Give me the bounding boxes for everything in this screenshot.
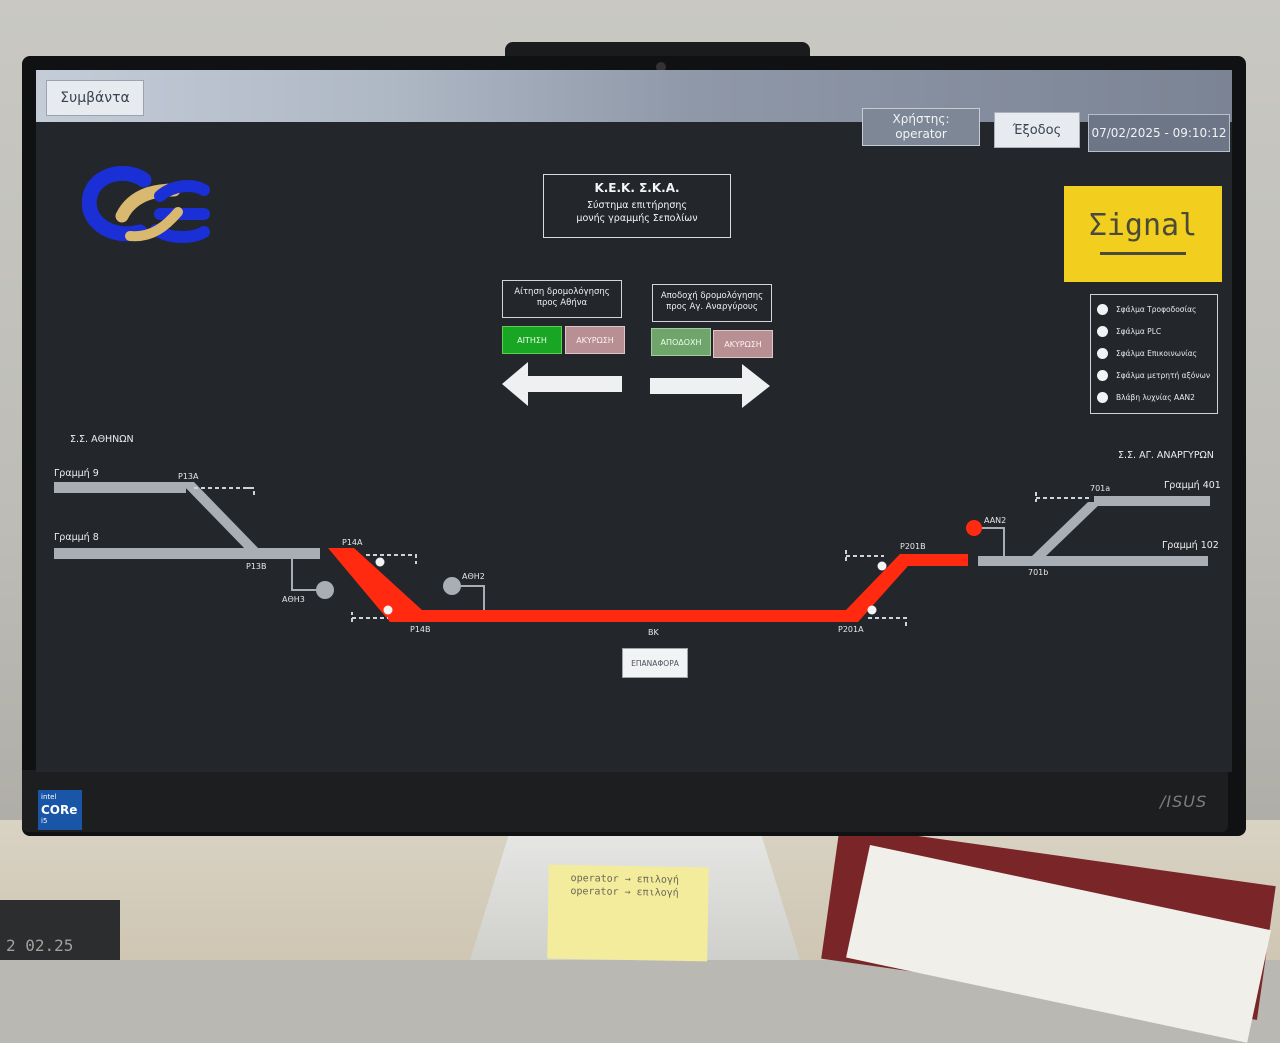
user-indicator: Χρήστης: operator — [862, 108, 980, 146]
alarm-indicator-icon — [1097, 325, 1108, 337]
sticky-note-line1: operator → επιλογή — [570, 872, 680, 886]
signal-post-ath2 — [461, 585, 485, 610]
switch-p201a-label: P201A — [838, 625, 864, 634]
stub-p14a — [366, 554, 417, 564]
alarm-row: Βλάβη λυχνίας AAN2 — [1097, 389, 1195, 405]
intel-tier: i5 — [41, 817, 48, 825]
alarm-row: Σφάλμα μετρητή αξόνων — [1097, 367, 1210, 383]
system-title: Κ.Ε.Κ. Σ.Κ.Α. Σύστημα επιτήρησης μονής γ… — [543, 174, 731, 238]
exit-button[interactable]: Έξοδος — [994, 112, 1080, 148]
signal-post-ath3 — [291, 559, 318, 591]
track-switch-p13 — [180, 482, 260, 550]
alarm-row: Σφάλμα PLC — [1097, 323, 1161, 339]
sticky-note-line2: operator → επιλογή — [570, 885, 679, 899]
intel-sticker: intel CORe i5 — [38, 790, 82, 830]
signal-logo: Σignal — [1064, 186, 1222, 282]
route-segment-bk — [412, 610, 858, 622]
request-routing-label: Αίτηση δρομολόγησης προς Αθήνα — [502, 280, 622, 318]
request-button[interactable]: ΑΙΤΗΣΗ — [502, 326, 562, 354]
title-line1: Κ.Ε.Κ. Σ.Κ.Α. — [594, 181, 680, 195]
switch-p14a-label: P14A — [342, 538, 363, 547]
alarm-label: Βλάβη λυχνίας AAN2 — [1116, 392, 1195, 402]
track-line-102 — [978, 556, 1208, 566]
switch-701a-label: 701a — [1090, 484, 1111, 493]
switch-p201b-label: P201B — [900, 542, 926, 551]
stub-p201b — [845, 550, 884, 562]
arrow-right-icon[interactable] — [648, 362, 772, 410]
title-line3: μονής γραμμής Σεπολίων — [576, 213, 698, 224]
alarm-label: Σφάλμα μετρητή αξόνων — [1116, 370, 1211, 380]
alarm-indicator-icon — [1097, 303, 1108, 315]
desk-clock-display: 2 02.25 — [6, 936, 74, 955]
scada-screen: Συμβάντα Χρήστης: operator Έξοδος 07/02/… — [36, 70, 1232, 772]
accept-routing-label: Αποδοχή δρομολόγησης προς Αγ. Αναργύρους — [652, 284, 772, 322]
alarm-panel: Σφάλμα Τροφοδοσίας Σφάλμα PLC Σφάλμα Επι… — [1090, 294, 1218, 414]
switch-p13b-label: P13B — [246, 562, 267, 571]
alarm-indicator-icon — [1097, 391, 1108, 403]
switch-p13a-label: P13A — [178, 472, 199, 481]
signal-ath2-label: ΑΘΗ2 — [462, 572, 485, 581]
monitor-chin — [22, 770, 1228, 832]
switch-dot — [877, 561, 887, 571]
stub-p14b — [351, 612, 388, 622]
webcam-lens — [656, 62, 666, 72]
signal-ath3-icon — [316, 581, 334, 599]
events-button[interactable]: Συμβάντα — [46, 80, 144, 116]
request-cancel-button[interactable]: ΑΚΥΡΩΣΗ — [565, 326, 625, 354]
alarm-indicator-icon — [1097, 347, 1108, 359]
track-line-8 — [54, 548, 320, 559]
line-401-label: Γραμμή 401 — [1164, 480, 1221, 491]
line-8-label: Γραμμή 8 — [54, 532, 99, 543]
stub-701a — [1035, 492, 1092, 502]
signal-aan2-label: AAN2 — [984, 516, 1007, 525]
sticky-note: operator → επιλογή operator → επιλογή — [547, 864, 709, 962]
title-line2: Σύστημα επιτήρησης — [586, 200, 688, 211]
route-segment-p201 — [846, 554, 968, 622]
signal-post-aan2 — [982, 527, 1005, 556]
intel-core: CORe — [41, 803, 78, 817]
signal-logo-underline — [1100, 252, 1186, 255]
switch-dot — [383, 605, 393, 615]
line-102-label: Γραμμή 102 — [1162, 540, 1219, 551]
datetime-display: 07/02/2025 - 09:10:12 — [1088, 114, 1230, 152]
station-left-label: Σ.Σ. ΑΘΗΝΩΝ — [70, 434, 134, 445]
intel-top: intel — [41, 793, 57, 801]
arrow-left-icon[interactable] — [500, 360, 624, 408]
alarm-label: Σφάλμα Επικοινωνίας — [1116, 348, 1198, 358]
stub-p13a — [194, 487, 255, 498]
block-section-label: BK — [648, 628, 659, 637]
signal-ath3-label: ΑΘΗ3 — [282, 595, 305, 604]
stub-p201a — [868, 617, 907, 626]
reset-button[interactable]: ΕΠΑΝΑΦΟΡΑ — [622, 648, 688, 678]
switch-dot — [867, 605, 877, 615]
track-line-9 — [54, 482, 186, 493]
switch-p14b-label: P14B — [410, 625, 431, 634]
route-segment-p14 — [328, 548, 422, 622]
ose-logo-icon — [82, 166, 210, 243]
switch-701b-label: 701b — [1028, 568, 1049, 577]
monitor-brand: /ISUS — [1160, 792, 1208, 811]
alarm-indicator-icon — [1097, 369, 1108, 381]
line-9-label: Γραμμή 9 — [54, 468, 99, 479]
desk-clock: 2 02.25 — [0, 900, 120, 960]
track-diagram — [54, 482, 1210, 626]
accept-cancel-button[interactable]: ΑΚΥΡΩΣΗ — [713, 330, 773, 358]
signal-aan2-icon — [966, 520, 982, 536]
switch-dot — [375, 557, 385, 567]
user-label: Χρήστης: — [892, 112, 950, 126]
alarm-row: Σφάλμα Τροφοδοσίας — [1097, 301, 1196, 317]
alarm-label: Σφάλμα Τροφοδοσίας — [1116, 304, 1197, 314]
accept-button[interactable]: ΑΠΟΔΟΧΗ — [651, 328, 711, 356]
user-name: operator — [895, 127, 947, 141]
station-right-label: Σ.Σ. ΑΓ. ΑΝΑΡΓΥΡΩΝ — [1118, 450, 1214, 461]
signal-logo-text: Σignal — [1088, 208, 1198, 243]
signal-ath2-icon — [443, 577, 461, 595]
track-line-401 — [1094, 496, 1210, 506]
alarm-row: Σφάλμα Επικοινωνίας — [1097, 345, 1197, 361]
alarm-label: Σφάλμα PLC — [1116, 326, 1162, 336]
track-switch-701 — [1032, 502, 1102, 556]
